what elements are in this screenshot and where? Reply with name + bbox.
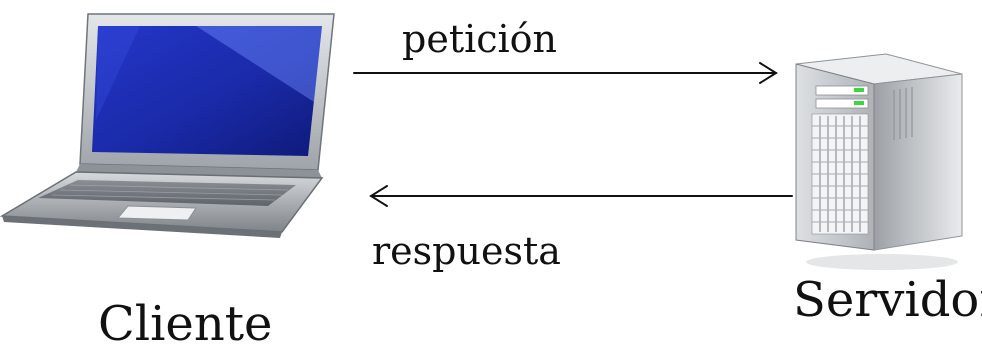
server-label: Servidor — [793, 272, 982, 328]
request-arrow — [353, 62, 778, 84]
laptop-client-icon — [0, 13, 335, 238]
request-label: petición — [402, 17, 558, 61]
server-icon — [795, 53, 963, 270]
response-arrow — [369, 185, 793, 207]
response-label: respuesta — [372, 229, 561, 273]
client-label: Cliente — [98, 296, 273, 347]
